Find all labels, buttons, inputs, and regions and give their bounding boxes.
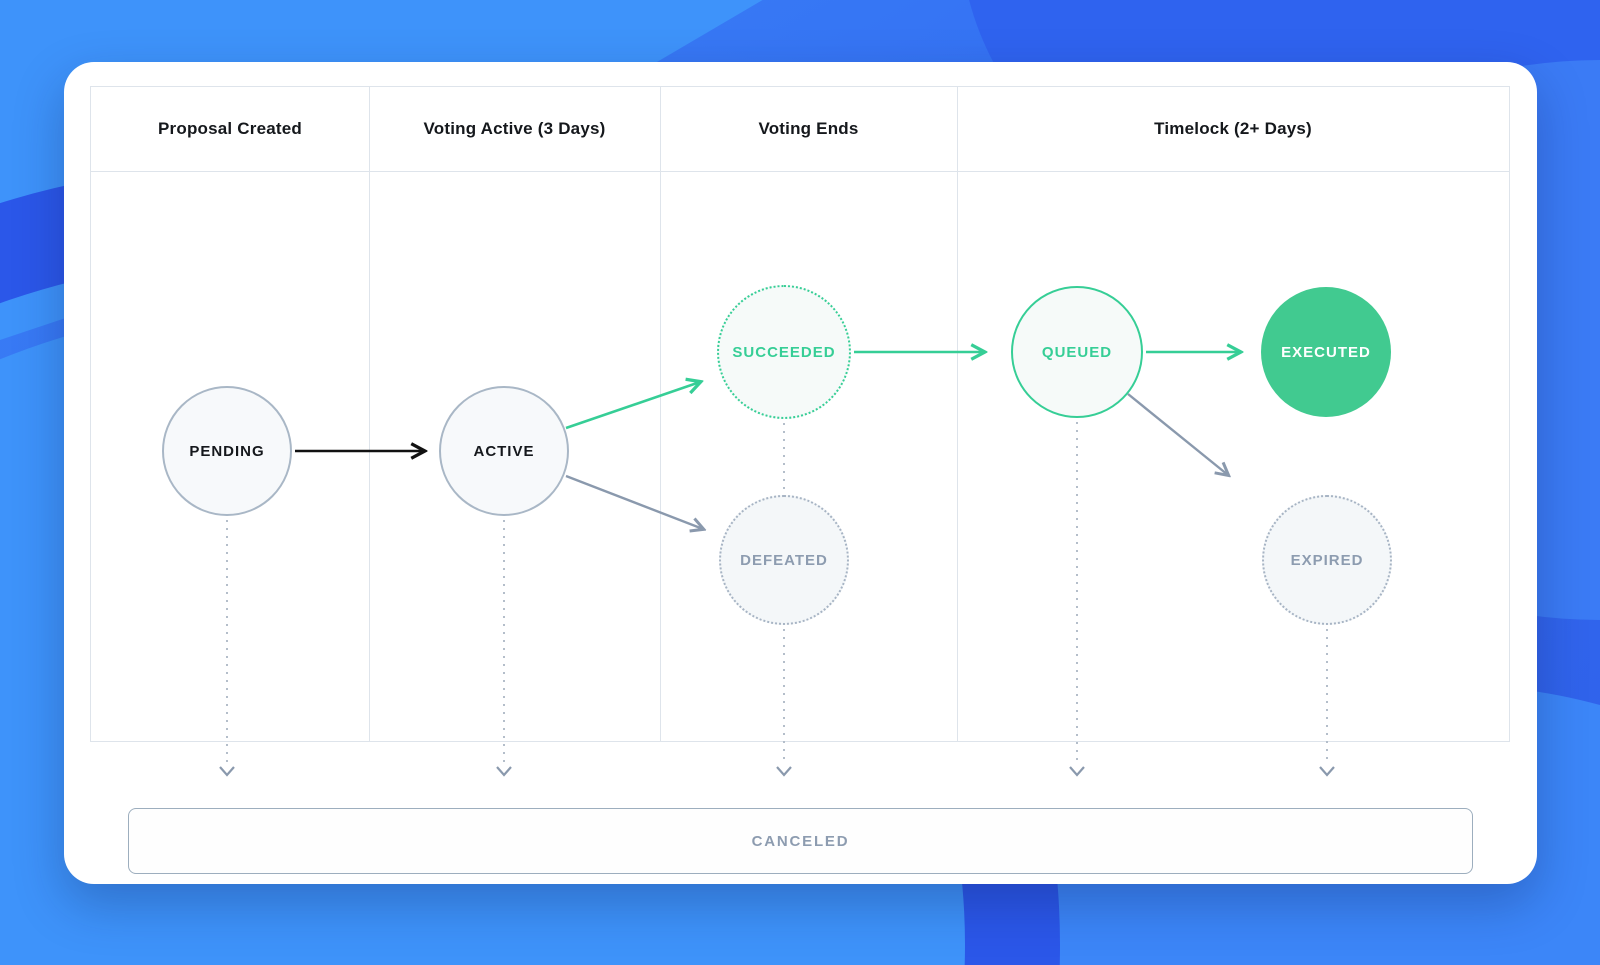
state-label-active: ACTIVE — [473, 442, 535, 460]
column-divider — [369, 87, 370, 741]
column-header-timelock: Timelock (2+ Days) — [1154, 119, 1312, 138]
column-divider — [660, 87, 661, 741]
state-node-pending: PENDING — [162, 386, 292, 516]
state-label-executed: EXECUTED — [1281, 343, 1371, 361]
column-header-voting-active: Voting Active (3 Days) — [423, 119, 606, 138]
state-node-queued: QUEUED — [1011, 286, 1143, 418]
state-label-succeeded: SUCCEEDED — [732, 343, 836, 361]
state-label-queued: QUEUED — [1041, 343, 1113, 361]
canceled-bar: CANCELED — [128, 808, 1473, 874]
column-header-proposal-created: Proposal Created — [158, 119, 302, 138]
state-node-expired: EXPIRED — [1262, 495, 1392, 625]
state-node-succeeded: SUCCEEDED — [717, 285, 851, 419]
canceled-label: CANCELED — [751, 832, 850, 850]
proposal-lifecycle-card: Proposal Created Voting Active (3 Days) … — [64, 62, 1537, 884]
state-node-active: ACTIVE — [439, 386, 569, 516]
state-label-expired: EXPIRED — [1290, 551, 1364, 569]
column-divider — [957, 87, 958, 741]
state-node-executed: EXECUTED — [1261, 287, 1391, 417]
state-node-defeated: DEFEATED — [719, 495, 849, 625]
state-label-pending: PENDING — [189, 442, 265, 460]
column-header-voting-ends: Voting Ends — [758, 119, 859, 138]
header-divider — [91, 171, 1509, 172]
state-label-defeated: DEFEATED — [740, 551, 828, 569]
